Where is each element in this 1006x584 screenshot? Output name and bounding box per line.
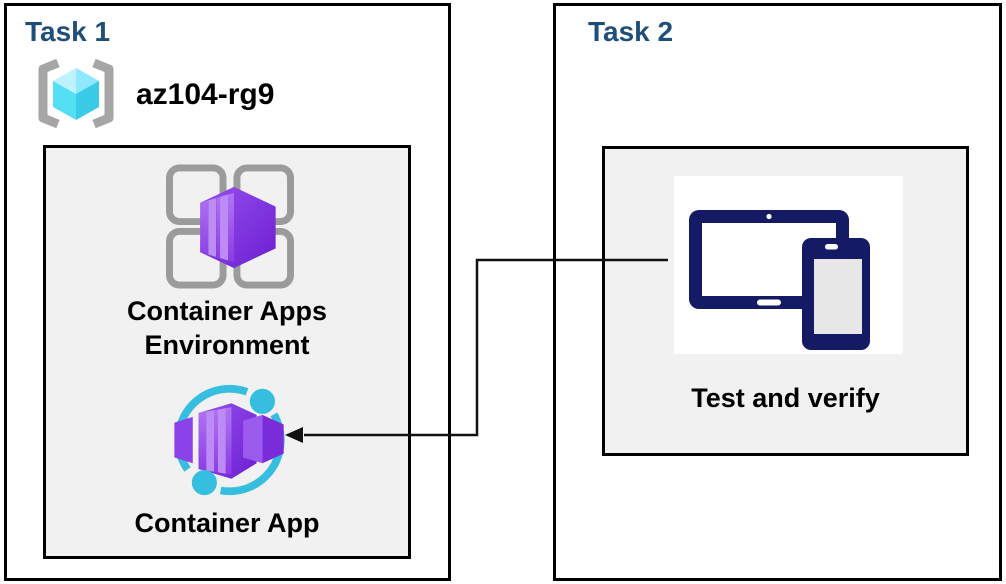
devices-icon [689,210,870,350]
container-apps-environment-icon [166,164,294,289]
resource-group-name: az104-rg9 [136,78,275,111]
resource-group-row: az104-rg9 [31,56,274,134]
task1-box: Task 1 az104-rg9 [4,3,451,581]
container-apps-environment-label: Container Apps Environment [126,296,327,360]
resource-group-icon [38,58,114,129]
task2-title: Task 2 [588,16,674,47]
container-app-icon [174,384,285,498]
task1-title: Task 1 [25,16,111,47]
container-app-label: Container App [134,508,320,538]
devices-icon-card [674,176,903,354]
task2-inner-panel: Test and verify [602,146,969,456]
test-and-verify-label: Test and verify [691,383,880,413]
task2-box: Task 2 Test and verify [553,3,1002,581]
task1-inner-panel: Container Apps Environment [43,145,411,559]
